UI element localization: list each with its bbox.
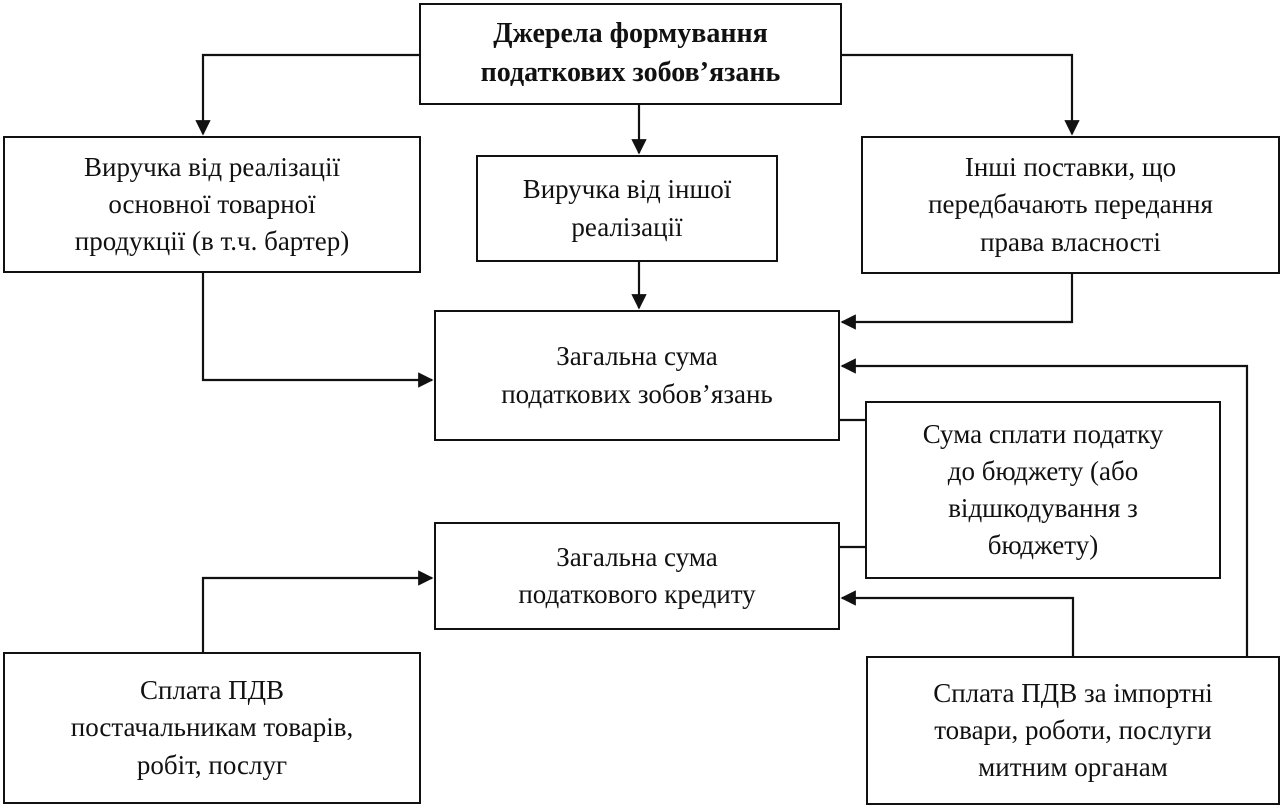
arrow-other-supplies-to-liabilities (840, 274, 1074, 330)
vat-paid-on-imports-label: Сплата ПДВ за імпортні товари, роботи, п… (933, 677, 1213, 783)
other-supplies-box: Інші поставки, що передбачають передання… (861, 136, 1280, 274)
sources-of-tax-liabilities-box: Джерела формування податкових зобов’язан… (419, 3, 842, 105)
total-tax-credit-label: Загальна сума податкового кредиту (518, 541, 756, 609)
arrow-vat-import-to-credit (840, 590, 1075, 656)
main-sales-revenue-label: Виручка від реалізації основної товарної… (74, 151, 350, 257)
total-tax-credit-box: Загальна сума податкового кредиту (434, 522, 840, 630)
arrow-main-sales-to-liabilities (201, 273, 434, 388)
vat-paid-to-suppliers-box: Сплата ПДВ постачальникам товарів, робіт… (3, 652, 421, 804)
budget-payment-label: Сума сплати податку до бюджету (або відш… (922, 418, 1164, 561)
arrow-vat-suppliers-to-credit (201, 570, 434, 652)
budget-payment-box: Сума сплати податку до бюджету (або відш… (865, 401, 1221, 579)
vat-paid-to-suppliers-label: Сплата ПДВ постачальникам товарів, робіт… (70, 675, 354, 780)
other-supplies-label: Інші поставки, що передбачають передання… (928, 152, 1213, 257)
arrow-root-to-main-sales (195, 53, 419, 136)
total-tax-liabilities-label: Загальна сума податкових зобов’язань (501, 341, 773, 409)
vat-paid-on-imports-box: Сплата ПДВ за імпортні товари, роботи, п… (866, 656, 1280, 805)
arrow-root-to-other-supplies (842, 53, 1080, 136)
arrow-vat-import-to-liabilities (840, 358, 1249, 656)
total-tax-liabilities-box: Загальна сума податкових зобов’язань (434, 310, 840, 441)
main-sales-revenue-box: Виручка від реалізації основної товарної… (3, 136, 421, 273)
sources-of-tax-liabilities-label: Джерела формування податкових зобов’язан… (480, 18, 781, 88)
other-sales-revenue-label: Виручка від іншої реалізації (522, 174, 732, 242)
other-sales-revenue-box: Виручка від іншої реалізації (476, 155, 778, 262)
